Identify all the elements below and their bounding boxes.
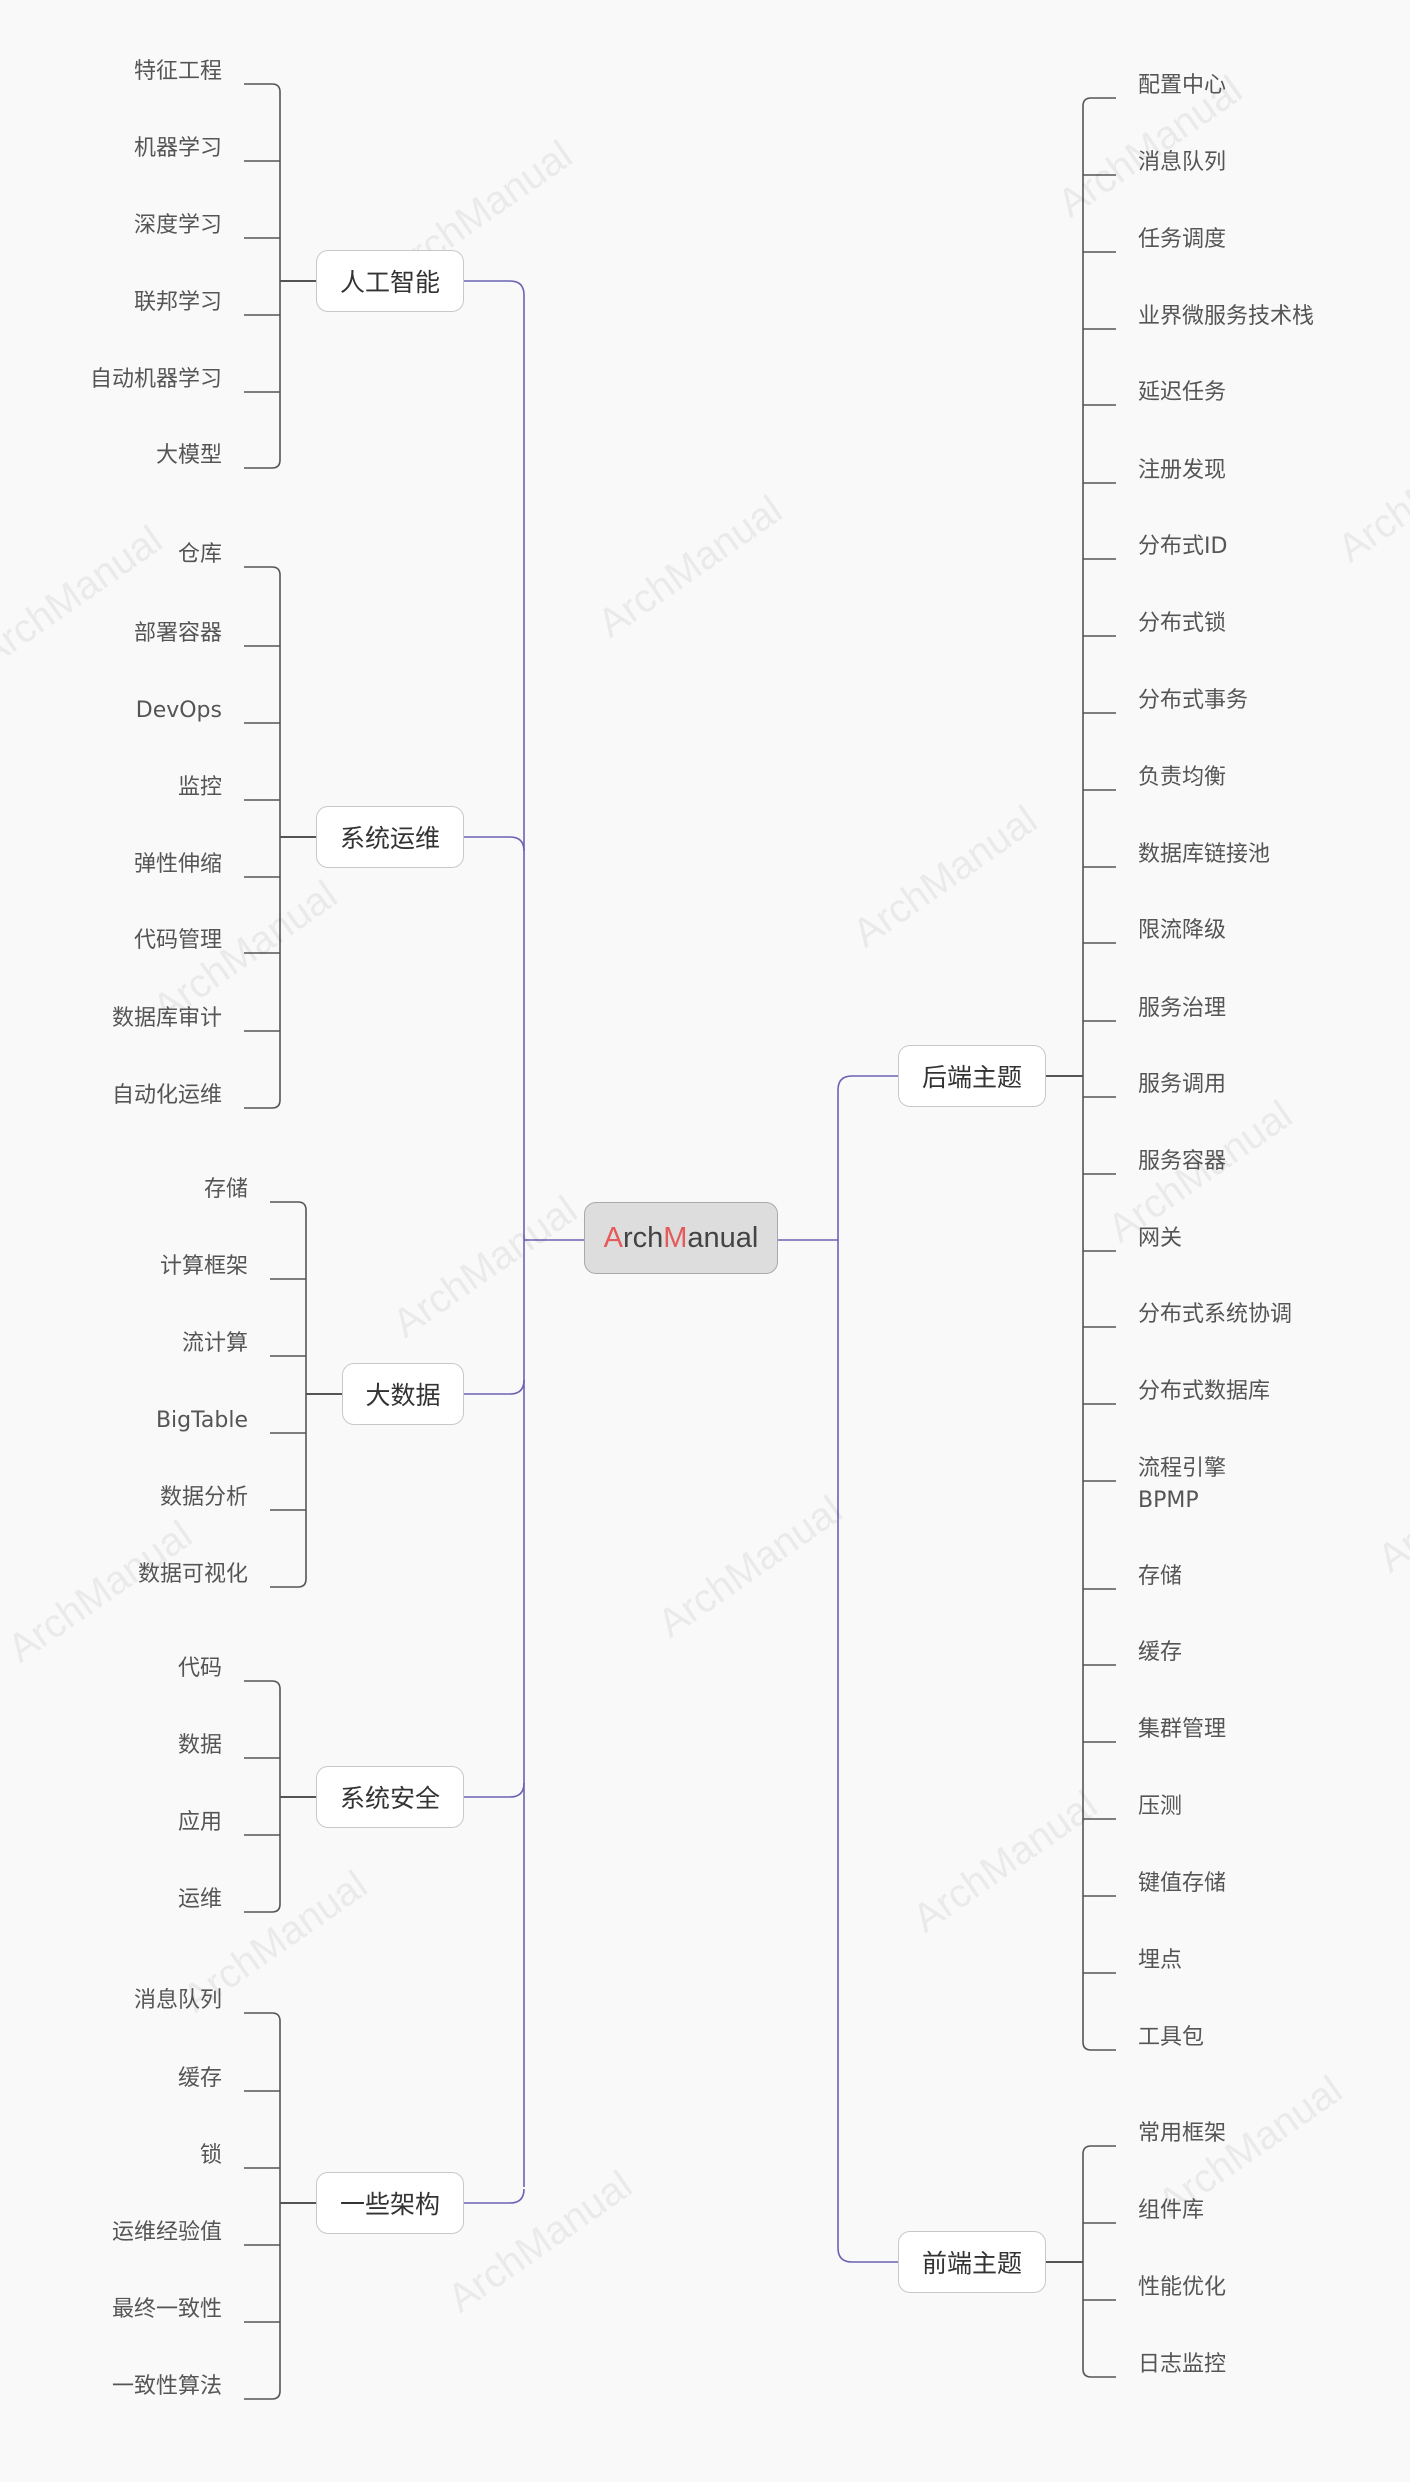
leaf-item: 运维 [177,1887,222,1912]
leaf-item: 键值存储 [1138,1871,1227,1896]
leaf-item: 代码管理 [133,928,222,953]
leaf-item: 分布式数据库 [1138,1379,1271,1404]
leaf-item: 自动机器学习 [89,367,222,392]
leaf-item: 业界微服务技术栈 [1138,304,1315,329]
connector-line [244,83,281,93]
leaf-item: 应用 [177,1810,222,1835]
leaf-item: 缓存 [1138,1640,1183,1665]
connector-line [837,2247,898,2263]
leaf-item: 联邦学习 [133,290,222,315]
leaf-item: 锁 [199,2143,222,2168]
connector-line [244,2390,281,2400]
connector-line [464,1379,525,1395]
leaf-item: 负责均衡 [1138,765,1227,790]
leaf-item: 监控 [177,775,222,800]
leaf-item: 服务治理 [1138,996,1227,1021]
leaf-item: 存储 [1138,1564,1183,1589]
root-letter-m: M [663,1221,688,1254]
root-text-rch: rch [622,1221,664,1254]
root-letter-a: A [603,1221,623,1254]
leaf-item: 限流降级 [1138,918,1227,943]
leaf-item: 日志监控 [1138,2352,1227,2377]
connector-line [244,566,281,576]
leaf-item: DevOps [135,698,222,723]
leaf-item: 分布式ID [1138,534,1228,559]
connector-line [244,1680,281,1690]
leaf-item: 自动化运维 [111,1083,222,1108]
leaf-item: 延迟任务 [1138,380,1227,405]
leaf-item: 存储 [203,1177,248,1202]
leaf-item: 消息队列 [1138,150,1227,175]
leaf-item: 组件库 [1138,2198,1205,2223]
branch-node-right-1[interactable]: 后端主题 [898,1045,1046,1107]
leaf-item: 集群管理 [1138,1717,1227,1742]
connector-line [464,280,525,296]
leaf-item: 最终一致性 [111,2297,222,2322]
leaf-item: 缓存 [177,2066,222,2091]
leaf-item: 数据可视化 [137,1562,248,1587]
leaf-item: 服务调用 [1138,1072,1227,1097]
connector-line [464,2188,525,2204]
leaf-item: 计算框架 [159,1254,248,1279]
leaf-item: 压测 [1138,1794,1183,1819]
leaf-item: 代码 [177,1656,222,1681]
leaf-item: 常用框架 [1138,2121,1227,2146]
leaf-item: 大模型 [155,443,222,468]
leaf-item: 网关 [1138,1226,1183,1251]
leaf-item: 数据 [177,1733,222,1758]
connector-line [837,1075,898,1091]
connector-line [464,836,525,852]
connector-line [244,2012,281,2022]
connector-line [1082,2145,1116,2155]
branch-node-right-2[interactable]: 前端主题 [898,2231,1046,2293]
connector-line [244,1903,281,1913]
branch-node-4[interactable]: 系统安全 [316,1766,464,1828]
leaf-item: 仓库 [177,542,222,567]
leaf-item: 工具包 [1138,2025,1205,2050]
connector-line [1082,2041,1116,2051]
connector-line [244,1099,281,1109]
leaf-item: 流计算 [181,1331,248,1356]
leaf-item: 埋点 [1138,1948,1183,1973]
leaf-item: 消息队列 [133,1988,222,2013]
connector-line [1082,2368,1116,2378]
leaf-item: 注册发现 [1138,458,1227,483]
leaf-item: BigTable [155,1408,248,1433]
leaf-item: 分布式锁 [1138,611,1227,636]
leaf-item: 服务容器 [1138,1149,1227,1174]
branch-node-2[interactable]: 系统运维 [316,806,464,868]
connector-line [270,1578,307,1588]
connector-line [244,459,281,469]
leaf-item: 特征工程 [133,59,222,84]
leaf-item: 部署容器 [133,621,222,646]
leaf-item: 数据分析 [159,1485,248,1510]
connector-line [1082,97,1116,107]
leaf-item: 机器学习 [133,136,222,161]
leaf-item: 分布式事务 [1138,688,1249,713]
connector-line [464,1782,525,1798]
leaf-item: 性能优化 [1138,2275,1227,2300]
leaf-item: 配置中心 [1138,73,1227,98]
leaf-item: 流程引擎 BPMP [1138,1456,1227,1513]
leaf-item: 弹性伸缩 [133,852,222,877]
leaf-item: 数据库链接池 [1138,842,1271,867]
leaf-item: 数据库审计 [111,1006,222,1031]
leaf-item: 一致性算法 [111,2374,222,2399]
leaf-item: 运维经验值 [111,2220,222,2245]
branch-node-3[interactable]: 大数据 [342,1363,464,1425]
leaf-item: 任务调度 [1138,227,1227,252]
connector-line [270,1201,307,1211]
leaf-item: 深度学习 [133,213,222,238]
branch-node-5[interactable]: 一些架构 [316,2172,464,2234]
branch-node-1[interactable]: 人工智能 [316,250,464,312]
root-text-anual: anual [687,1221,759,1254]
leaf-item: 分布式系统协调 [1138,1302,1293,1327]
